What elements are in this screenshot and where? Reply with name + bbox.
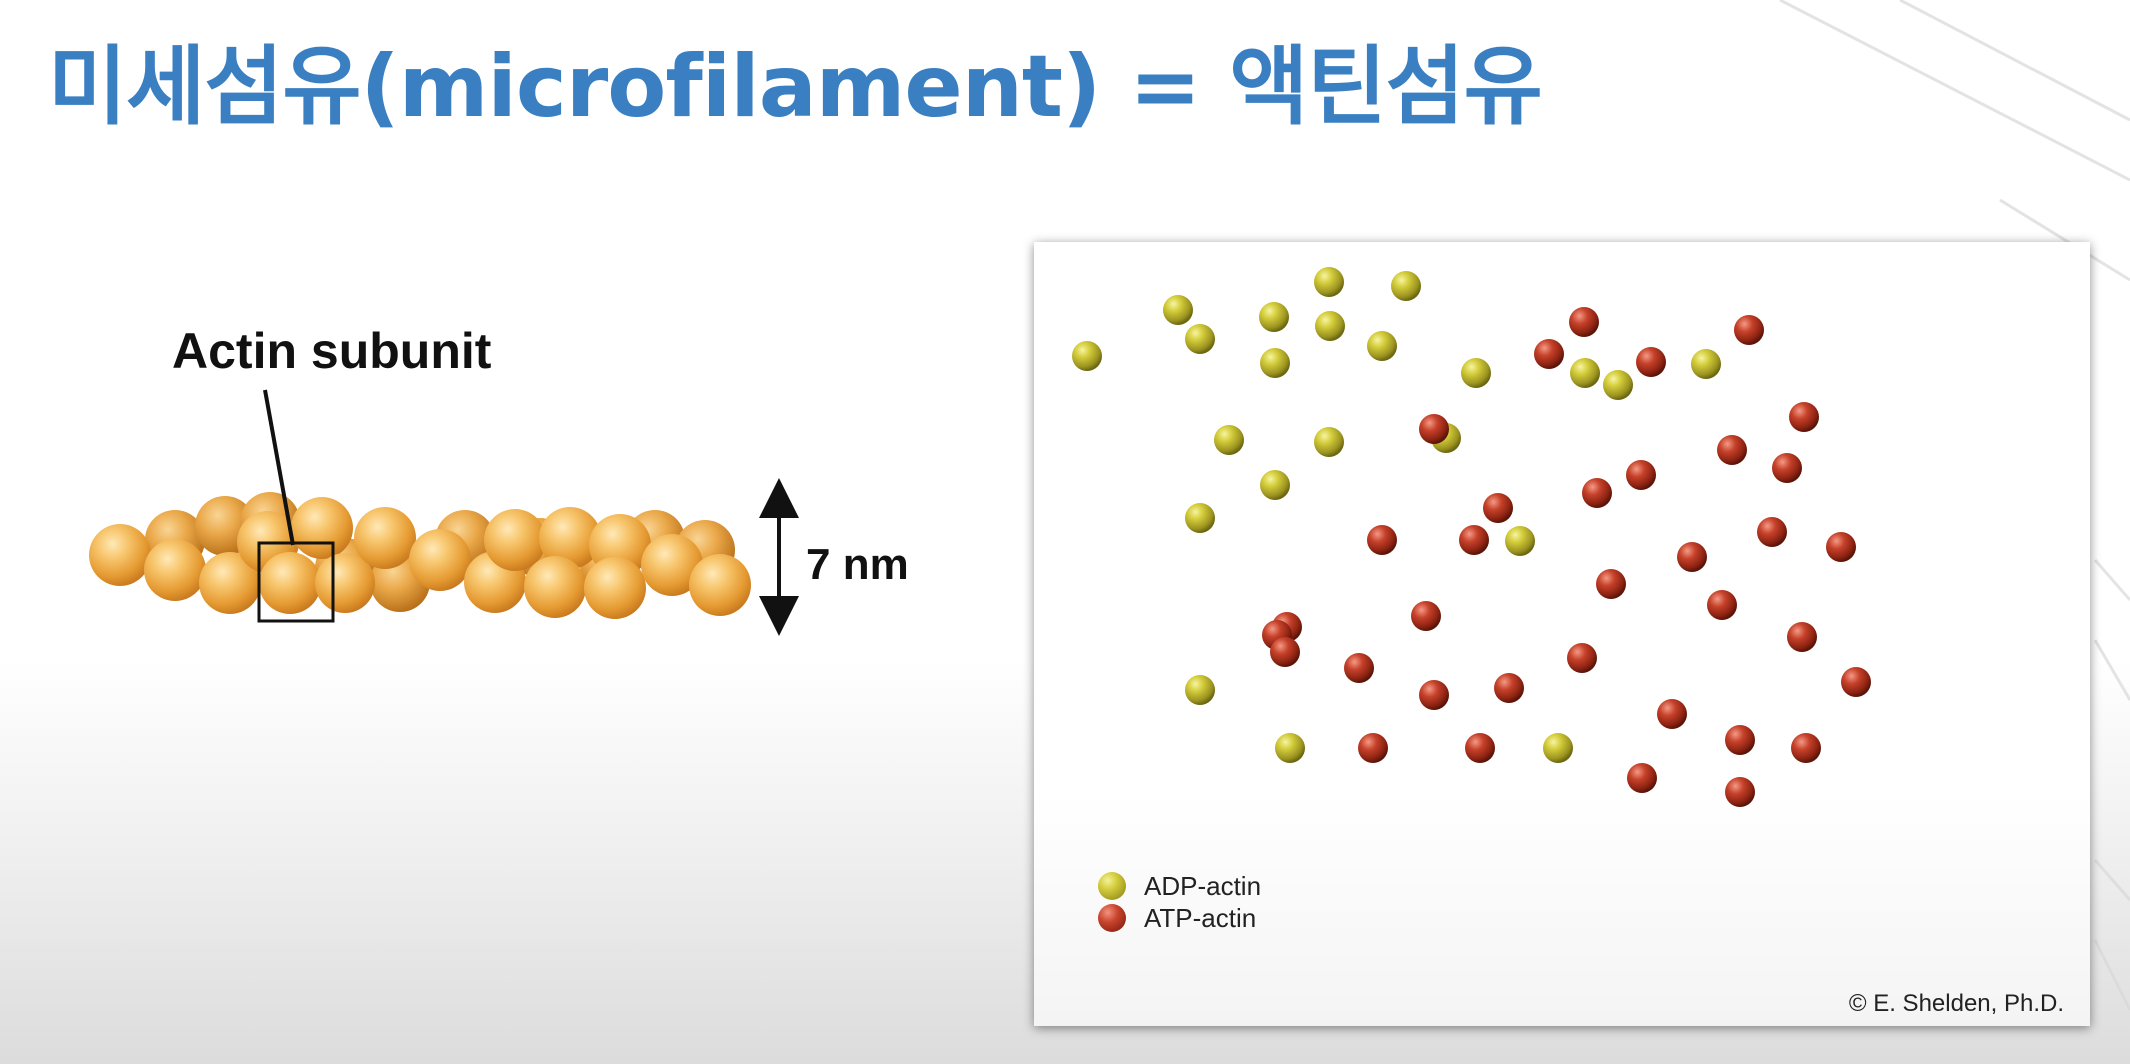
- atp-dot-icon: [1098, 904, 1126, 932]
- legend-label-adp: ADP-actin: [1144, 870, 1262, 901]
- label-pointer-line: [263, 389, 295, 546]
- legend-item-adp: ADP-actin: [1098, 870, 1261, 902]
- actin-pool-panel: ADP-actin ATP-actin © E. Shelden, Ph.D.: [1034, 242, 2090, 1026]
- legend-item-atp: ATP-actin: [1098, 902, 1261, 934]
- adp-actin-molecules: [1072, 267, 1721, 763]
- filament-front-strand: [89, 497, 751, 619]
- image-credit: © E. Shelden, Ph.D.: [1848, 990, 2064, 1017]
- slide-title: 미세섬유(microfilament) = 액틴섬유: [48, 37, 1543, 137]
- actin-subunit-label: Actin subunit: [172, 323, 492, 379]
- adp-dot-icon: [1098, 872, 1126, 900]
- legend-label-atp: ATP-actin: [1144, 902, 1257, 933]
- legend: ADP-actin ATP-actin: [1098, 870, 1261, 934]
- subunit-highlight-box: [257, 541, 335, 623]
- actin-pool-diagram: [1072, 267, 1871, 807]
- actin-filament-diagram: [89, 389, 799, 636]
- atp-actin-molecules: [1262, 307, 1871, 807]
- filament-diameter-label: 7 nm: [806, 540, 909, 589]
